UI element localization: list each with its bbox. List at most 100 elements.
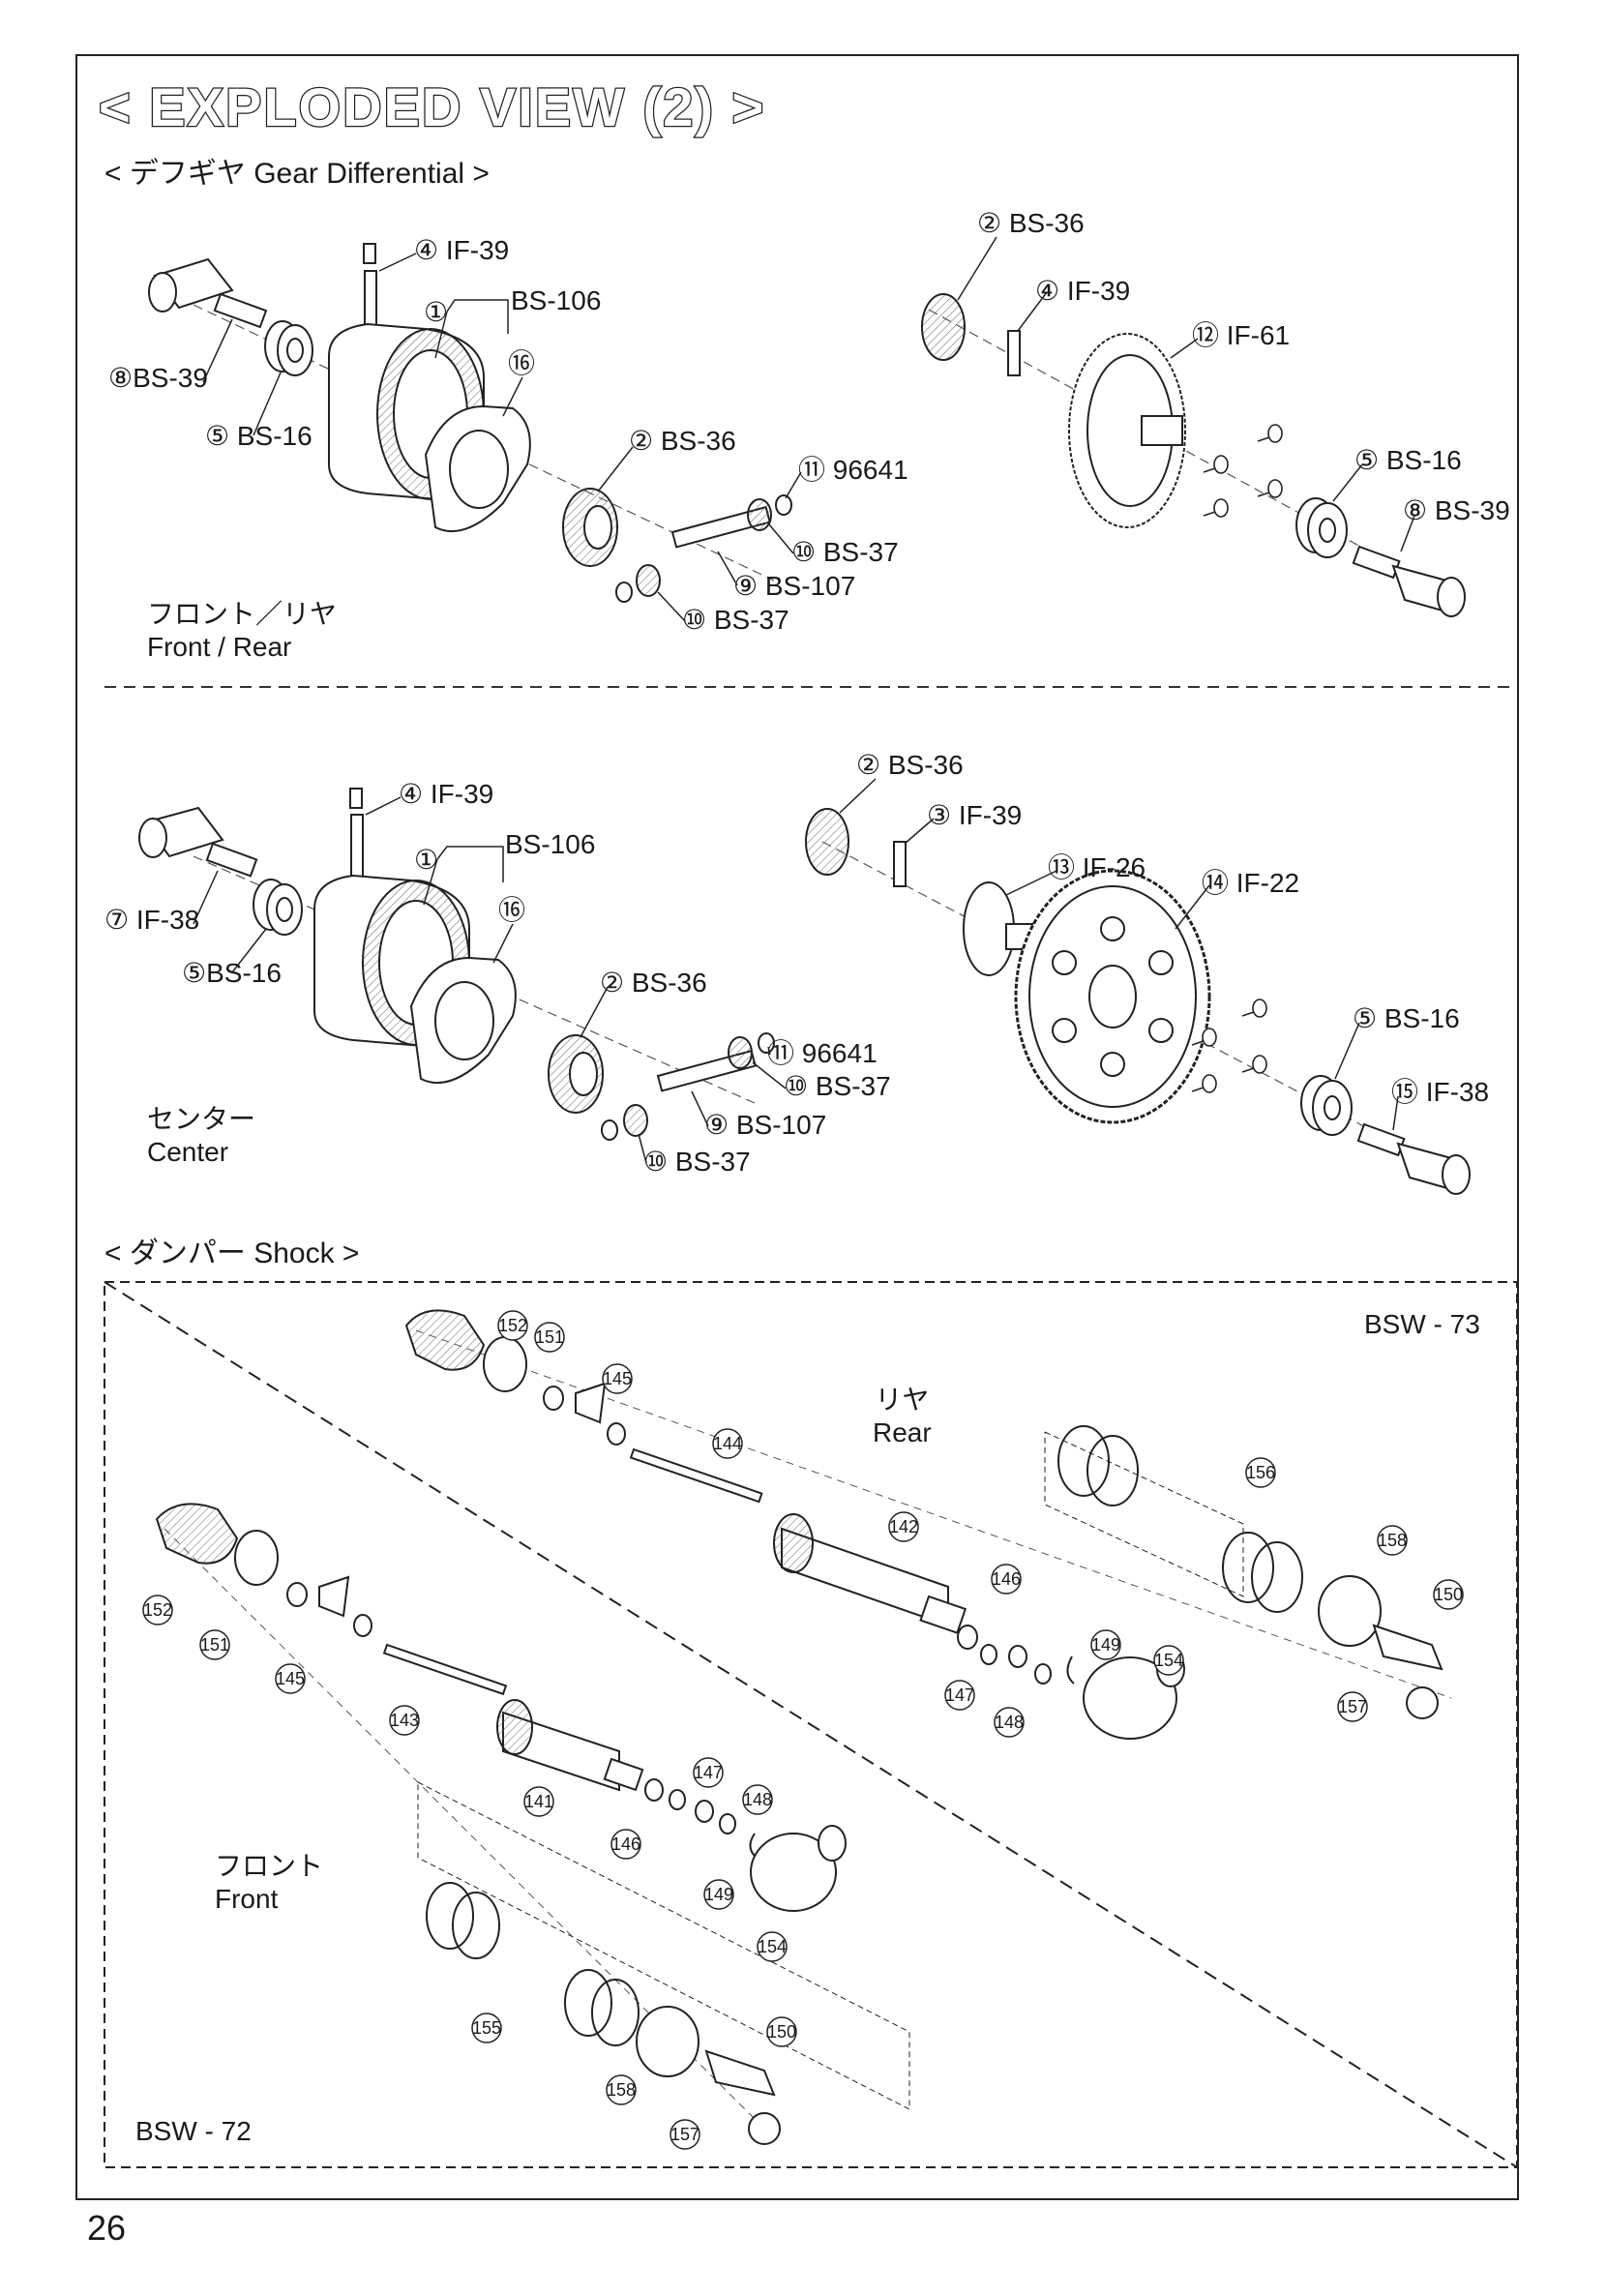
bevel-gear-part [548,1034,604,1114]
gasket-part [424,404,531,533]
svg-text:146: 146 [611,1834,640,1854]
tag-158: 158 [1377,1525,1408,1556]
svg-text:147: 147 [694,1763,723,1782]
tag-145: 145 [275,1663,306,1694]
svg-text:143: 143 [390,1711,419,1730]
screw-part [1203,424,1283,518]
tag-155: 155 [471,2013,502,2043]
tag-150: 150 [766,2016,797,2047]
bevel-gear-part [921,293,966,361]
label-part-4: ④ IF-39 [399,779,493,809]
spur-gear-part [1014,869,1211,1124]
shock-cap-part [155,1503,239,1565]
label-part-8: ⑧BS-39 [108,363,208,393]
svg-text:151: 151 [200,1635,229,1655]
front-shock-code: BSW - 72 [135,2116,252,2146]
label-part-9: ⑨ BS-107 [704,1110,826,1140]
tag-141: 141 [523,1786,554,1817]
svg-text:146: 146 [992,1569,1021,1589]
washer-part [669,1789,686,1810]
front-shock-caption-en: Front [215,1884,279,1914]
bevel-gear-part [805,808,849,876]
front-shock-caption: フロント Front [215,1850,323,1916]
svg-text:158: 158 [607,2080,636,2100]
svg-text:152: 152 [143,1600,172,1620]
tag-152: 152 [497,1310,528,1341]
label-part-2: ② BS-36 [600,968,707,998]
pin-part [893,841,907,887]
label-part-5b: ⑤ BS-16 [1354,445,1462,475]
gear-diff-heading: < デフギヤ Gear Differential > [104,158,490,190]
washer-part [353,1614,372,1637]
tag-154: 154 [1153,1645,1184,1676]
label-part-8b: ⑧ BS-39 [1403,495,1510,525]
outdrive-cup-part [1356,1122,1471,1195]
small-gear-part [636,564,661,597]
svg-text:156: 156 [1246,1463,1275,1482]
bearing-part [1295,497,1348,558]
front-rear-diff [148,243,1466,617]
front-rear-leaders [202,236,1415,622]
label-part-12: ⑫ IF-61 [1192,320,1290,350]
center-labels: ④ IF-39 ① BS-106 ⑦ IF-38 ⑤BS-16 ⑯ ② BS-3… [104,750,1489,1177]
rear-shock [404,1309,1452,1740]
label-part-16: ⑯ [498,895,525,925]
shock-shaft-part [382,1643,508,1696]
small-gear-part [623,1104,648,1137]
center-leaders [193,778,1399,1164]
washer-part [644,1778,664,1802]
shock-spring-part [1057,1425,1303,1613]
label-part-13: ⑬ IF-26 [1048,852,1146,882]
shock-diagonal-divider [104,1281,1518,2168]
label-part-11: ⑪ 96641 [767,1038,878,1068]
tag-158: 158 [606,2074,637,2105]
tag-151: 151 [534,1322,565,1353]
shock-shaft-part [629,1447,763,1504]
svg-text:150: 150 [767,2022,796,2042]
ball-part [748,2112,781,2145]
small-gear-part [747,498,772,531]
shock-cap-part [404,1309,486,1371]
bearing-part [253,879,303,936]
washer-part [775,494,792,516]
front-rear-caption: フロント／リヤ Front / Rear [147,598,337,664]
e-clip-part [1066,1655,1075,1685]
ring-gear-part [1068,333,1186,528]
o-ring-part [234,1530,279,1586]
tag-154: 154 [757,1931,788,1962]
svg-text:144: 144 [713,1434,742,1453]
label-part-10b: ⑩ BS-37 [643,1147,751,1177]
set-screw-part [349,788,363,809]
washer-part [957,1625,978,1650]
label-part-15: ⑮ IF-38 [1391,1077,1489,1107]
washer-part [719,1813,736,1834]
gasket-part [409,956,517,1085]
tag-149: 149 [703,1879,734,1910]
label-part-7: ⑦ IF-38 [104,905,199,935]
front-shock [155,1503,910,2145]
front-shock-caption-jp: フロント [215,1851,324,1881]
label-part-5: ⑤BS-16 [182,958,282,988]
washer-part [980,1644,997,1665]
svg-text:158: 158 [1378,1531,1407,1550]
tag-151: 151 [199,1629,230,1660]
tag-142: 142 [888,1511,919,1542]
label-part-2b: ② BS-36 [977,208,1085,238]
bearing-part [264,320,313,376]
tag-152: 152 [142,1595,173,1625]
outdrive-cup-part [1352,545,1466,617]
o-ring-part [483,1336,527,1392]
rear-shock-code: BSW - 73 [1364,1309,1480,1339]
piston-part [318,1575,350,1618]
label-part-10: ⑩ BS-37 [784,1071,891,1101]
small-gear-part [728,1036,753,1069]
pin-part [1007,330,1021,376]
shock-body-part [773,1513,967,1634]
rear-shock-caption: リヤ Rear [873,1384,932,1449]
label-part-11: ⑪ 96641 [798,455,908,485]
svg-text:142: 142 [889,1517,918,1536]
collar-part [543,1386,564,1411]
svg-text:151: 151 [535,1327,564,1347]
ball-part [1406,1686,1439,1719]
